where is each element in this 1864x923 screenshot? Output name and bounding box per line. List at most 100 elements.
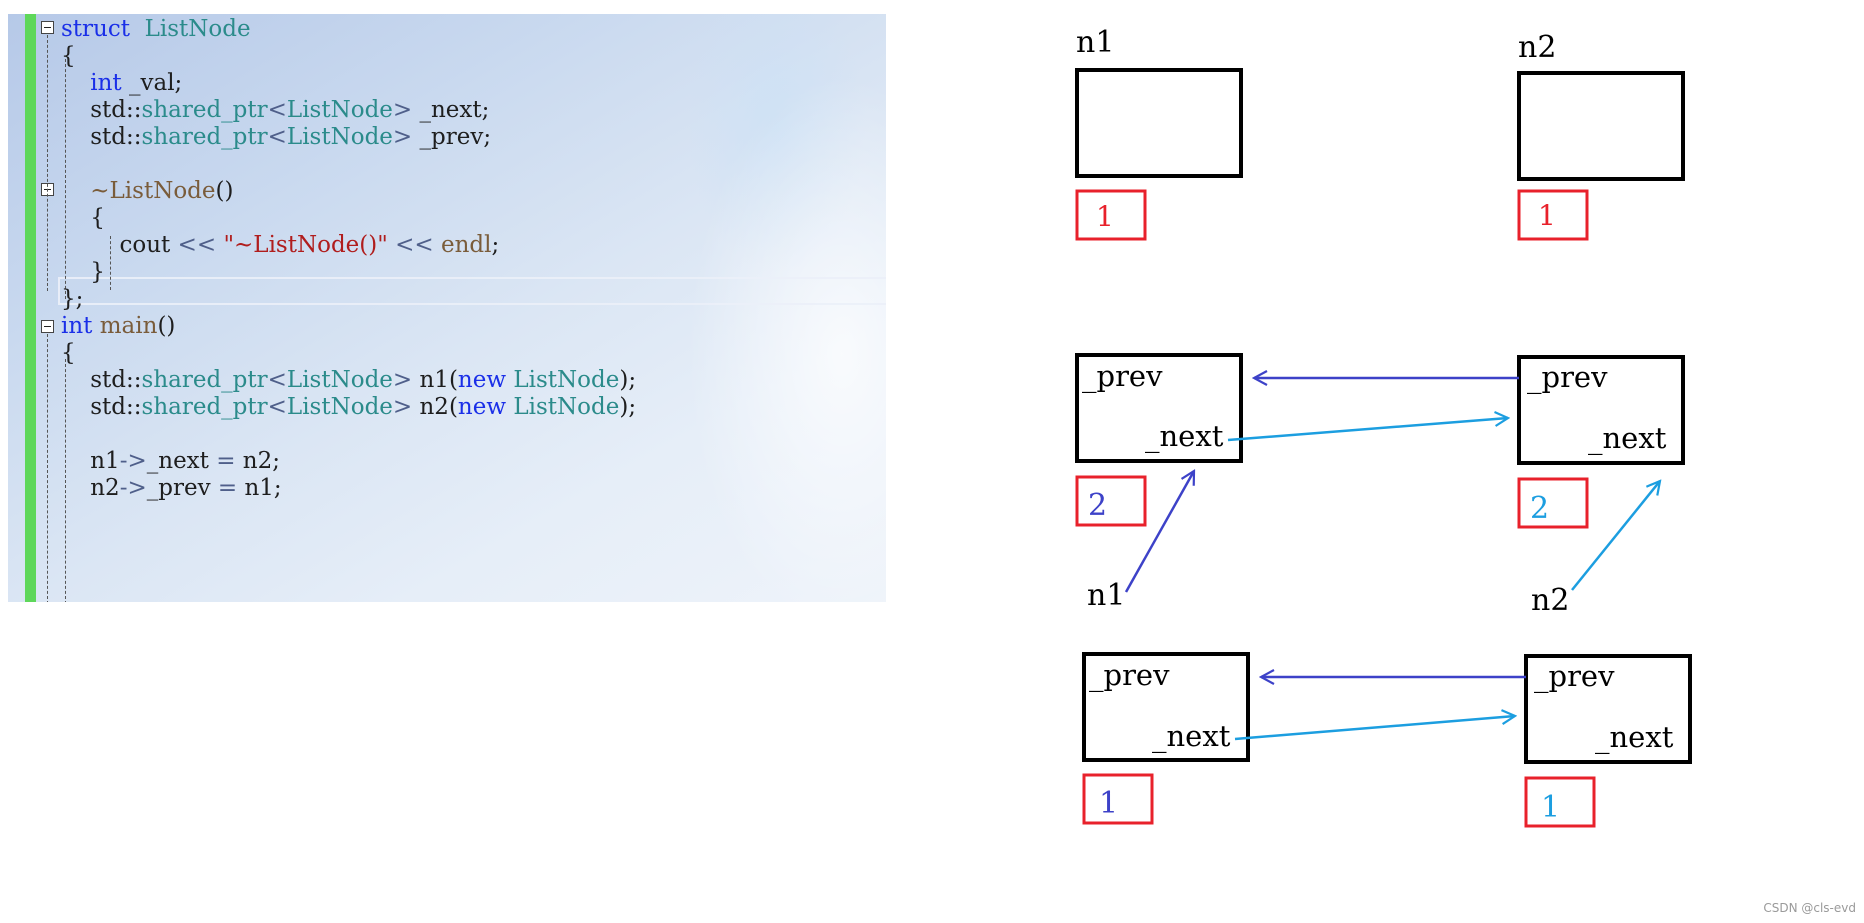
block-guide bbox=[47, 35, 48, 291]
code-token: int bbox=[61, 313, 93, 339]
ref-count-box bbox=[1517, 189, 1589, 241]
ref-count-n2: 1 bbox=[1541, 790, 1560, 825]
code-line[interactable]: std::shared_ptr<ListNode> n1(new ListNod… bbox=[61, 365, 636, 395]
code-token: ListNode bbox=[513, 367, 620, 393]
code-token: n1; bbox=[237, 475, 282, 501]
code-token: std:: bbox=[61, 124, 142, 150]
code-line[interactable]: { bbox=[61, 41, 76, 71]
code-line[interactable]: std::shared_ptr<ListNode> _prev; bbox=[61, 122, 491, 152]
pointer-label-n1: n1 bbox=[1087, 578, 1125, 613]
code-token: -> bbox=[119, 475, 147, 501]
code-token: << bbox=[177, 232, 217, 258]
code-token: > bbox=[392, 124, 413, 150]
code-line[interactable]: std::shared_ptr<ListNode> n2(new ListNod… bbox=[61, 392, 636, 422]
code-line[interactable]: std::shared_ptr<ListNode> _next; bbox=[61, 95, 489, 125]
code-token: { bbox=[61, 340, 76, 366]
next-field-label: _next bbox=[1152, 719, 1231, 754]
code-token: shared_ptr bbox=[141, 367, 268, 393]
code-token: ListNode bbox=[144, 16, 251, 42]
code-line[interactable]: { bbox=[61, 338, 76, 368]
block-guide bbox=[65, 359, 66, 602]
code-line[interactable]: ~ListNode() bbox=[61, 176, 233, 206]
code-token: new bbox=[457, 367, 507, 393]
code-line[interactable]: n2->_prev = n1; bbox=[61, 473, 282, 503]
code-token: { bbox=[61, 205, 105, 231]
node-box-n2 bbox=[1517, 71, 1685, 181]
code-token: ); bbox=[619, 394, 637, 420]
ref-count-box bbox=[1082, 773, 1154, 825]
next-field-label: _next bbox=[1595, 720, 1674, 755]
code-token: < bbox=[267, 367, 287, 393]
code-line[interactable]: n1->_next = n2; bbox=[61, 446, 280, 476]
code-token: n2 bbox=[61, 475, 120, 501]
code-token: n1 bbox=[61, 448, 120, 474]
fold-toggle-icon[interactable] bbox=[41, 21, 54, 34]
fold-toggle-icon[interactable] bbox=[41, 320, 54, 333]
node-box-n2 bbox=[1524, 654, 1692, 764]
n2-pointer-arrow bbox=[1571, 481, 1660, 591]
prev-field-label: _prev bbox=[1527, 360, 1608, 395]
block-guide bbox=[110, 236, 111, 290]
code-token: < bbox=[267, 124, 287, 150]
code-line[interactable]: struct ListNode bbox=[61, 14, 251, 44]
ref-count-box bbox=[1075, 189, 1147, 241]
watermark: CSDN @cls-evd bbox=[1763, 901, 1856, 915]
code-token: > bbox=[392, 367, 413, 393]
code-token: } bbox=[61, 259, 105, 285]
code-line[interactable]: cout << "~ListNode()" << endl; bbox=[61, 230, 499, 260]
code-token: { bbox=[61, 43, 76, 69]
next-field-label: _next bbox=[1145, 419, 1224, 454]
node-box-n2 bbox=[1517, 355, 1685, 465]
node-name-n2: n2 bbox=[1518, 30, 1556, 65]
code-token: ListNode bbox=[286, 367, 393, 393]
code-line[interactable]: int _val; bbox=[61, 68, 182, 98]
background-decoration bbox=[686, 74, 886, 602]
code-token: < bbox=[267, 97, 287, 123]
code-line[interactable]: int main() bbox=[61, 311, 175, 341]
code-token: shared_ptr bbox=[141, 124, 268, 150]
prev-field-label: _prev bbox=[1534, 659, 1615, 694]
code-token: n1( bbox=[412, 367, 458, 393]
node-name-n1: n1 bbox=[1076, 25, 1114, 60]
code-token: new bbox=[457, 394, 507, 420]
block-guide bbox=[65, 59, 66, 299]
code-token: std:: bbox=[61, 367, 142, 393]
pointer-label-n2: n2 bbox=[1531, 583, 1569, 618]
code-token: main bbox=[99, 313, 158, 339]
ref-count-n1: 2 bbox=[1088, 488, 1107, 523]
code-token: _prev; bbox=[412, 124, 492, 150]
prev-field-label: _prev bbox=[1089, 658, 1170, 693]
code-token: _next bbox=[146, 448, 217, 474]
ref-count-n2: 2 bbox=[1530, 491, 1549, 526]
code-token: _val; bbox=[121, 70, 183, 96]
code-token: < bbox=[267, 394, 287, 420]
code-token: std:: bbox=[61, 394, 142, 420]
ref-count-box bbox=[1517, 477, 1589, 529]
code-token: ~ListNode bbox=[90, 178, 216, 204]
code-line[interactable]: }; bbox=[61, 284, 83, 314]
code-token: cout bbox=[61, 232, 178, 258]
current-line-highlight bbox=[58, 277, 886, 305]
code-line[interactable]: { bbox=[61, 203, 105, 233]
code-token: () bbox=[215, 178, 234, 204]
code-token: struct bbox=[61, 16, 130, 42]
code-token: = bbox=[217, 475, 238, 501]
ref-count-n1: 1 bbox=[1096, 200, 1114, 233]
code-token: int bbox=[90, 70, 122, 96]
next-pointer-arrow bbox=[1227, 418, 1508, 442]
code-token: -> bbox=[119, 448, 147, 474]
code-token: _prev bbox=[146, 475, 218, 501]
code-token: ; bbox=[491, 232, 500, 258]
code-token: shared_ptr bbox=[141, 394, 268, 420]
ref-count-box bbox=[1075, 475, 1147, 527]
code-token: "~ListNode()" bbox=[223, 232, 388, 258]
ref-count-n1: 1 bbox=[1099, 786, 1118, 821]
code-token: > bbox=[392, 394, 413, 420]
node-box-n1 bbox=[1075, 353, 1243, 463]
code-token: std:: bbox=[61, 97, 142, 123]
code-token: ListNode bbox=[286, 124, 393, 150]
ref-count-box bbox=[1524, 776, 1596, 828]
code-line[interactable]: } bbox=[61, 257, 105, 287]
code-token: ListNode bbox=[513, 394, 620, 420]
n1-pointer-arrow bbox=[1124, 471, 1194, 593]
